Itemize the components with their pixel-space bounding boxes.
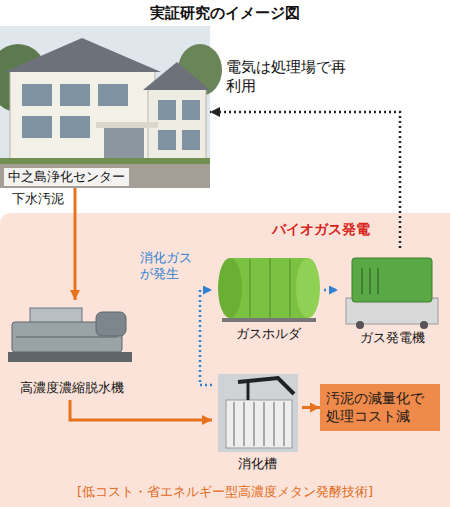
text-slot: 汚泥の減量化で処理コスト減 <box>326 390 434 425</box>
tank-backdrop <box>218 374 298 452</box>
window <box>60 116 90 138</box>
tank-pipe <box>283 402 285 446</box>
window <box>22 116 52 138</box>
equipment-box: ガス発電機 <box>338 248 446 356</box>
text-slot: 消化槽 <box>212 456 302 472</box>
tank-pipe <box>233 402 235 446</box>
result-box: 汚泥の減量化で処理コスト減 <box>320 384 440 431</box>
machine-seam <box>16 336 118 338</box>
tank-pipe <box>243 402 245 446</box>
node-label: 中之島浄化センター <box>4 168 129 186</box>
vent <box>377 268 379 294</box>
biogas-region: バイオガス発電 [低コスト・省エネルギー型高濃度メタン発酵技術] 高濃度濃縮脱水機 ガ… <box>0 213 450 507</box>
holder-seam <box>269 258 271 318</box>
region-ground <box>0 213 450 507</box>
window <box>182 130 200 150</box>
entrance-canopy <box>96 122 158 128</box>
node-label: ガスホルダ <box>212 326 324 342</box>
edge-label: 消化ガスが発生 <box>140 250 198 283</box>
plant-photo <box>0 26 222 188</box>
window <box>158 100 176 120</box>
text-slot: 高濃度濃縮脱水機 <box>2 380 142 396</box>
edge-label: 電気は処理場で再利用 <box>226 58 346 96</box>
window <box>158 130 176 150</box>
diagram-title: 実証研究のイメージ図 <box>0 4 450 23</box>
gas-holder <box>218 258 320 322</box>
equipment-box: ガスホルダ <box>212 248 324 348</box>
wheel <box>356 321 364 329</box>
vent <box>369 268 371 294</box>
vent <box>361 268 363 294</box>
building-roof <box>143 62 210 90</box>
flow-arrow <box>210 112 400 248</box>
plant-photo-box: 中之島浄化センター <box>0 26 210 188</box>
building-wall <box>10 70 155 165</box>
window <box>22 84 52 106</box>
label-slot: 電気は処理場で再利用 <box>226 58 346 96</box>
dewatering-machine <box>8 308 132 362</box>
flow-arrow <box>70 400 212 420</box>
tank-arm <box>238 378 294 394</box>
tank-pipe <box>253 402 255 446</box>
window <box>98 84 128 106</box>
node-label: 消化槽 <box>212 456 302 472</box>
text-slot: [低コスト・省エネルギー型高濃度メタン発酵技術] <box>0 484 450 500</box>
generator-body <box>352 258 432 302</box>
holder-seam <box>249 259 251 317</box>
digestion-tank <box>218 374 298 452</box>
text-slot: 中之島浄化センター <box>4 166 129 186</box>
holder-seam <box>289 259 291 317</box>
equipment-box: 消化槽 <box>212 368 302 476</box>
node-label: ガス発電機 <box>338 330 446 346</box>
node-label: 高濃度濃縮脱水機 <box>2 380 142 396</box>
holder-base <box>222 318 316 322</box>
label-slot: 消化ガスが発生 <box>140 250 198 283</box>
equipment-box: 高濃度濃縮脱水機 <box>2 300 142 400</box>
machine-base <box>8 352 132 362</box>
region-heading: バイオガス発電 <box>272 221 394 239</box>
edge-label: 下水汚泥 <box>12 191 74 207</box>
hedge <box>0 158 210 164</box>
flow-arrow <box>200 290 212 385</box>
text-slot: ガスホルダ <box>212 326 324 342</box>
gas-generator <box>346 258 438 329</box>
tank-arm <box>247 381 250 400</box>
flow-arrow <box>324 289 338 292</box>
holder-end <box>218 258 242 318</box>
entrance <box>104 128 144 160</box>
tank-pipe <box>273 402 275 446</box>
text-slot: バイオガス発電 <box>272 221 394 239</box>
title-slot: 実証研究のイメージ図 <box>0 4 450 23</box>
ground <box>0 164 210 188</box>
window <box>60 84 90 106</box>
holder-end <box>296 258 320 318</box>
flow-arrow <box>74 188 77 300</box>
tank-frame <box>226 400 292 448</box>
flow-arrow <box>302 406 320 409</box>
label-slot: 下水汚泥 <box>12 191 74 207</box>
node-label: 汚泥の減量化で処理コスト減 <box>326 390 434 425</box>
window <box>182 100 200 120</box>
tank-pipe <box>263 402 265 446</box>
building-roof <box>4 38 161 72</box>
machine-motor <box>96 312 126 336</box>
text-slot: ガス発電機 <box>338 330 446 346</box>
wheel <box>420 321 428 329</box>
technology-label: [低コスト・省エネルギー型高濃度メタン発酵技術] <box>0 484 450 500</box>
